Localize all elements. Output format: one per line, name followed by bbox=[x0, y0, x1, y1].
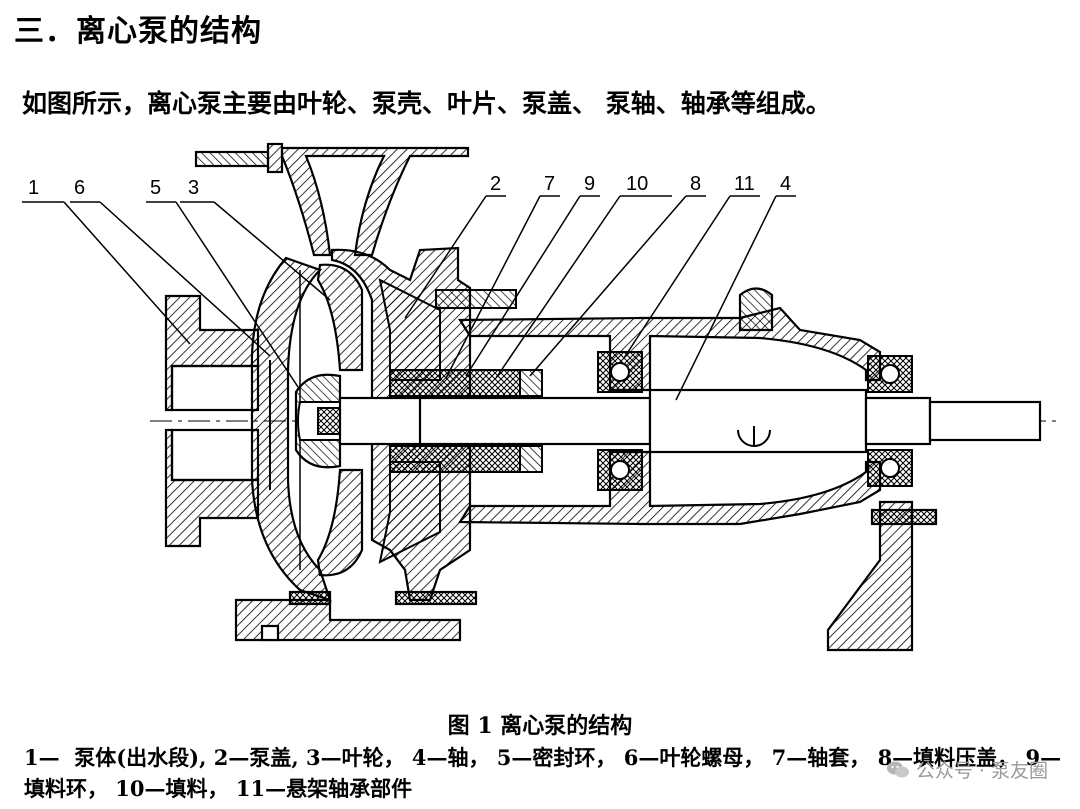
bearings bbox=[597, 351, 913, 491]
wechat-icon bbox=[886, 761, 909, 777]
label-8: 8 bbox=[690, 173, 701, 195]
label-7: 7 bbox=[544, 173, 555, 195]
leader-lines bbox=[22, 195, 796, 401]
label-4: 4 bbox=[780, 173, 791, 195]
section-heading: 三．离心泵的结构 bbox=[14, 14, 262, 49]
label-1: 1 bbox=[28, 177, 39, 199]
callout-labels: 1 6 5 3 2 7 9 10 8 11 4 bbox=[28, 173, 791, 199]
watermark: 公众号 · 泵友圈 bbox=[886, 756, 1048, 783]
parts-legend: 1— 泵体(出水段), 2—泵盖, 3—叶轮， 4—轴， 5—密封环， 6—叶轮… bbox=[24, 745, 1062, 801]
pump-shaft bbox=[338, 388, 1042, 454]
pump-cross-section-diagram: 1 6 5 3 2 7 9 10 8 11 4 bbox=[22, 142, 1060, 652]
bearing-bracket bbox=[458, 287, 882, 526]
casing-foot bbox=[234, 590, 478, 642]
discharge-nozzle bbox=[194, 142, 470, 257]
label-5: 5 bbox=[150, 177, 161, 199]
figure-caption: 图 1 离心泵的结构 bbox=[447, 713, 633, 739]
support-leg bbox=[826, 500, 938, 652]
label-6: 6 bbox=[74, 177, 85, 199]
label-3: 3 bbox=[188, 177, 199, 199]
label-11: 11 bbox=[734, 173, 755, 195]
oil-slot bbox=[737, 426, 771, 447]
label-9: 9 bbox=[584, 173, 595, 195]
stuffing-box bbox=[378, 278, 543, 564]
suction-flange bbox=[164, 294, 271, 548]
impeller-nut bbox=[297, 401, 347, 441]
watermark-text: 公众号 · 泵友圈 bbox=[915, 760, 1048, 782]
impeller bbox=[294, 263, 364, 577]
label-10: 10 bbox=[626, 173, 648, 195]
label-2: 2 bbox=[490, 173, 501, 195]
intro-text: 如图所示，离心泵主要由叶轮、泵壳、叶片、泵盖、 泵轴、轴承等组成。 bbox=[22, 89, 831, 118]
